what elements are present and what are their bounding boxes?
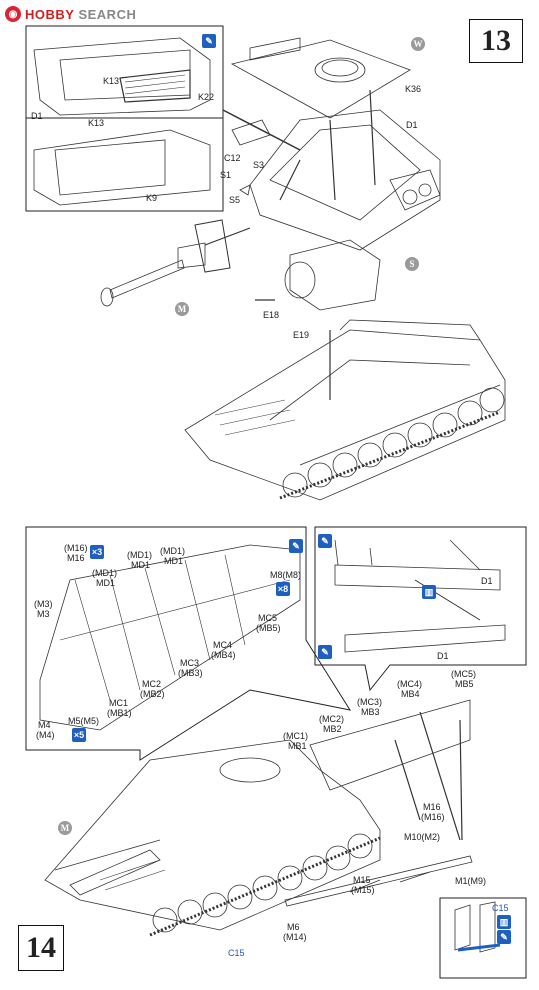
- part-label-mb2: (MB2): [140, 689, 165, 699]
- part-label-m6: M6: [287, 922, 300, 932]
- part-label-m15: M15: [353, 875, 371, 885]
- part-label-md1: (MD1): [92, 568, 117, 578]
- part-label-k36: K36: [405, 84, 422, 94]
- cement-brush-icon: ▥: [422, 585, 436, 599]
- part-label-mc5: MC5: [258, 613, 278, 623]
- part-label-mc2: (MC2): [319, 714, 344, 724]
- part-label-mb2: MB2: [323, 724, 342, 734]
- part-label-m3: (M3): [34, 599, 53, 609]
- quantity-badge: ×8: [276, 582, 290, 596]
- part-label-m5: M5(M5): [68, 716, 99, 726]
- quantity-badge: ×5: [72, 728, 86, 742]
- part-label-d1: D1: [406, 120, 418, 130]
- part-label-md1: MD1: [131, 560, 151, 570]
- part-label-mb5: MB5: [455, 679, 474, 689]
- part-label-m15: (M15): [351, 885, 375, 895]
- part-label-mc4: (MC4): [397, 679, 422, 689]
- part-label-m3: M3: [37, 609, 50, 619]
- part-label-k9: K9: [146, 193, 158, 203]
- part-label-d1: D1: [481, 576, 493, 586]
- part-label-m8: M8(M8): [270, 570, 301, 580]
- part-label-m10: M10(M2): [404, 832, 441, 842]
- glue-icon: ✎: [202, 34, 216, 48]
- part-label-e18: E18: [263, 310, 280, 320]
- part-label-s5: S5: [229, 195, 241, 205]
- part-label-s3: S3: [253, 160, 265, 170]
- part-label-mc4: MC4: [213, 640, 233, 650]
- part-label-k13: K13: [103, 76, 120, 86]
- part-label-mb3: (MB3): [178, 668, 203, 678]
- part-label-mc5: (MC5): [451, 669, 476, 679]
- part-label-k22: K22: [198, 92, 215, 102]
- step14-detail-box: [439, 897, 527, 979]
- brand-name-part2: SEARCH: [78, 6, 137, 22]
- part-label-mc3: (MC3): [357, 697, 382, 707]
- part-label-mb1: (MB1): [107, 708, 132, 718]
- part-label-m16: M16: [423, 802, 441, 812]
- metal-part-symbol-icon: M: [58, 821, 72, 835]
- part-label-mc3: MC3: [180, 658, 200, 668]
- quantity-badge: ×3: [90, 545, 104, 559]
- glue-icon: ✎: [497, 930, 511, 944]
- part-label-c15: C15: [492, 903, 509, 913]
- cement-brush-icon: ▥: [497, 915, 511, 929]
- part-label-m4: M4: [38, 720, 51, 730]
- part-label-m16: (M16): [64, 543, 88, 553]
- step14-callout-right: [314, 526, 527, 692]
- part-label-m14: (M14): [283, 932, 307, 942]
- part-label-md1: MD1: [164, 556, 184, 566]
- part-label-md1: (MD1): [127, 550, 152, 560]
- glue-icon: ✎: [318, 645, 332, 659]
- step14-callout-left: [25, 526, 352, 761]
- part-label-d1: D1: [437, 651, 449, 661]
- brand-name-part1: HOBBY: [25, 6, 75, 22]
- metal-part-symbol-icon: M: [175, 302, 189, 316]
- step-number-13: 13: [469, 19, 523, 63]
- part-label-c12: C12: [224, 153, 241, 163]
- part-label-m1: M1(M9): [455, 876, 486, 886]
- part-label-c15: C15: [228, 948, 245, 958]
- part-label-mb5: (MB5): [256, 623, 281, 633]
- part-label-mb3: MB3: [361, 707, 380, 717]
- part-label-s1: S1: [220, 170, 232, 180]
- part-label-mb1: MB1: [288, 741, 307, 751]
- brand-header: ◉ HOBBY SEARCH: [5, 5, 136, 23]
- part-label-k13: K13: [88, 118, 105, 128]
- part-label-mb4: (MB4): [211, 650, 236, 660]
- part-label-mb4: MB4: [401, 689, 420, 699]
- part-label-m16: M16: [67, 553, 85, 563]
- paint-symbol-icon: S: [405, 257, 419, 271]
- part-label-mc2: MC2: [142, 679, 162, 689]
- part-label-m16: (M16): [421, 812, 445, 822]
- glue-icon: ✎: [289, 539, 303, 553]
- part-label-d1: D1: [31, 111, 43, 121]
- part-label-md1: (MD1): [160, 546, 185, 556]
- weathering-symbol-icon: W: [411, 37, 425, 51]
- part-label-md1: MD1: [96, 578, 116, 588]
- part-label-e19: E19: [293, 330, 310, 340]
- part-label-mc1: MC1: [109, 698, 129, 708]
- glue-icon: ✎: [318, 534, 332, 548]
- part-label-m4: (M4): [36, 730, 55, 740]
- hobby-search-logo-icon: ◉: [5, 6, 21, 22]
- step-number-14: 14: [18, 925, 64, 971]
- part-label-mc1: (MC1): [283, 731, 308, 741]
